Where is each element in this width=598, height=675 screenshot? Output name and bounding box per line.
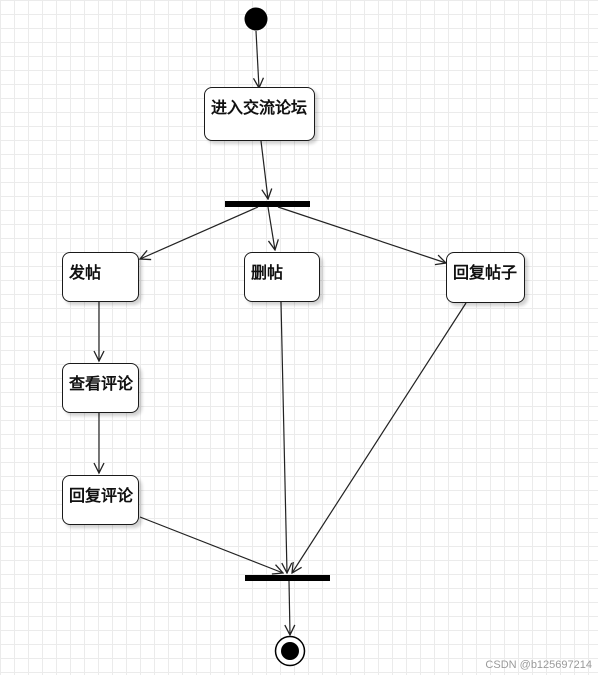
action-enter-forum-label: 进入交流论坛 [211, 98, 308, 117]
edge-start-to-enter-forum [256, 30, 259, 88]
action-reply-post: 回复帖子 [446, 252, 525, 303]
edge-join-to-end [289, 580, 290, 635]
final-node [274, 635, 306, 667]
edge-fork-to-delete-post [267, 206, 275, 250]
action-reply-post-label: 回复帖子 [453, 263, 518, 282]
join-bar [245, 575, 330, 581]
edge-fork-to-post [140, 206, 259, 259]
action-post: 发帖 [62, 252, 139, 302]
action-view-comments: 查看评论 [62, 363, 139, 413]
edge-reply-comments-to-join [139, 516, 283, 573]
action-delete-post-label: 删帖 [251, 263, 284, 282]
fork-bar [225, 201, 310, 207]
action-delete-post: 删帖 [244, 252, 320, 302]
action-enter-forum: 进入交流论坛 [204, 87, 315, 141]
edge-enter-forum-to-fork [260, 140, 268, 199]
watermark: CSDN @b125697214 [485, 659, 592, 671]
action-reply-comments: 回复评论 [62, 475, 139, 525]
edge-reply-post-to-join [292, 302, 467, 573]
initial-node [244, 7, 268, 31]
action-reply-comments-label: 回复评论 [69, 486, 134, 505]
edge-delete-post-to-join [280, 301, 287, 573]
edge-fork-to-reply-post [277, 206, 446, 263]
action-post-label: 发帖 [69, 263, 102, 282]
action-view-comments-label: 查看评论 [69, 374, 134, 393]
